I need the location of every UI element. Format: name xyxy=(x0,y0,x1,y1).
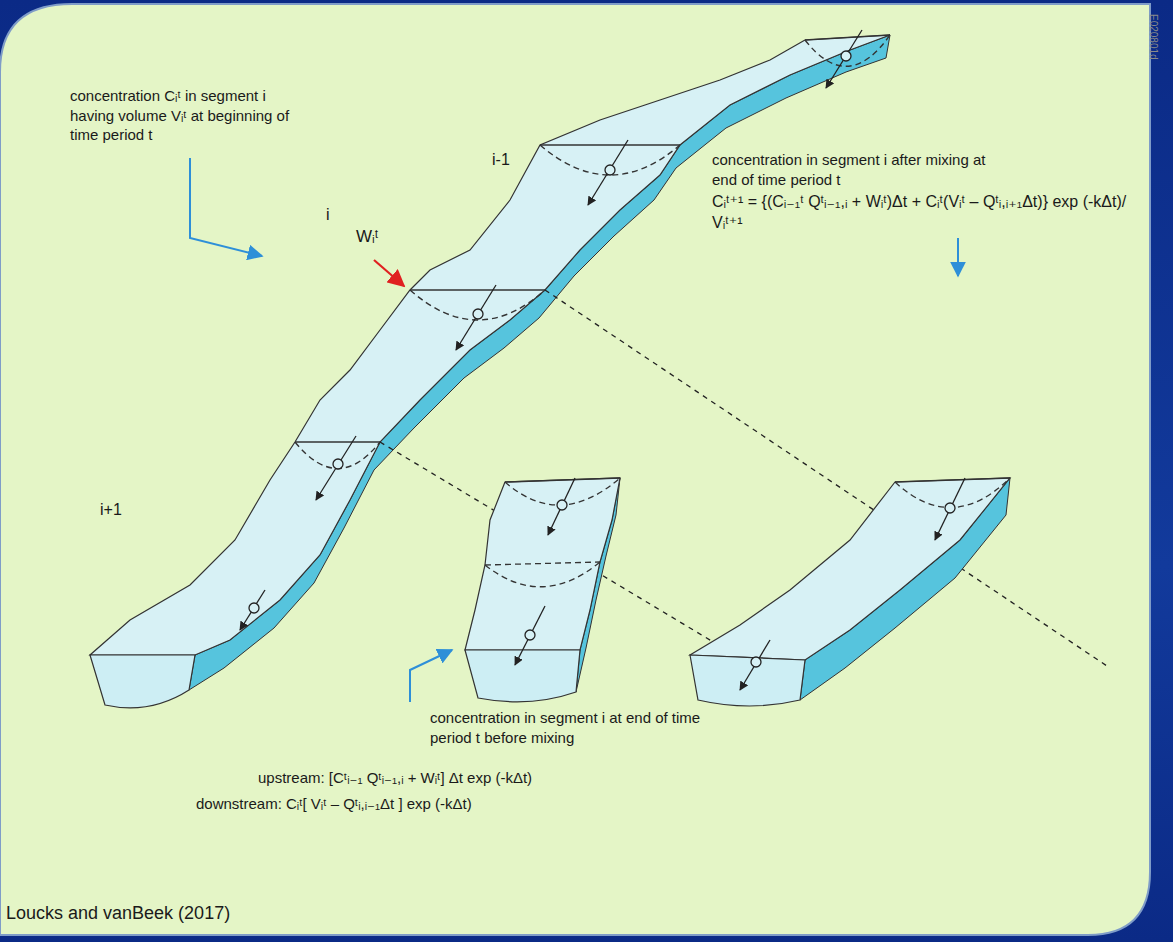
segment-label: i-1 xyxy=(492,150,510,171)
watermark: E020801d xyxy=(1147,14,1160,60)
equation: upstream: [Cᵗᵢ₋₁ Qᵗᵢ₋₁,ᵢ + Wᵢᵗ] Δt exp (… xyxy=(258,768,532,788)
callout-text: concentration Cᵢᵗ in segment i having vo… xyxy=(70,86,310,145)
callout-text: concentration in segment i after mixing … xyxy=(712,150,1002,189)
leader-arrow xyxy=(957,238,959,276)
leader-arrow xyxy=(410,650,452,702)
segment-label: i xyxy=(326,205,330,226)
leader-arrow xyxy=(190,158,262,256)
load-label: Wᵢᵗ xyxy=(356,226,378,248)
segment-boundaries xyxy=(295,145,680,442)
panel xyxy=(0,4,1150,935)
segment-before-mixing xyxy=(465,478,620,702)
cross-sections xyxy=(295,35,890,469)
load-arrow xyxy=(374,260,404,286)
segment-label: i+1 xyxy=(100,500,122,521)
projection-lines xyxy=(380,290,1110,668)
source-credit: Loucks and vanBeek (2017) xyxy=(6,902,230,925)
channel-surface xyxy=(90,35,890,655)
callout-text: concentration in segment i at end of tim… xyxy=(430,708,720,747)
equation: downstream: Cᵢᵗ[ Vᵢᵗ – Qᵗᵢ,ᵢ₋₁Δt ] exp (… xyxy=(196,794,472,814)
equation: Cᵢᵗ⁺¹ = {(Cᵢ₋₁ᵗ Qᵗᵢ₋₁,ᵢ + Wᵢᵗ)Δt + Cᵢᵗ(V… xyxy=(712,192,1144,234)
channel-end xyxy=(90,655,195,708)
channel-side xyxy=(189,35,890,690)
segment-after-mixing xyxy=(690,478,1010,706)
